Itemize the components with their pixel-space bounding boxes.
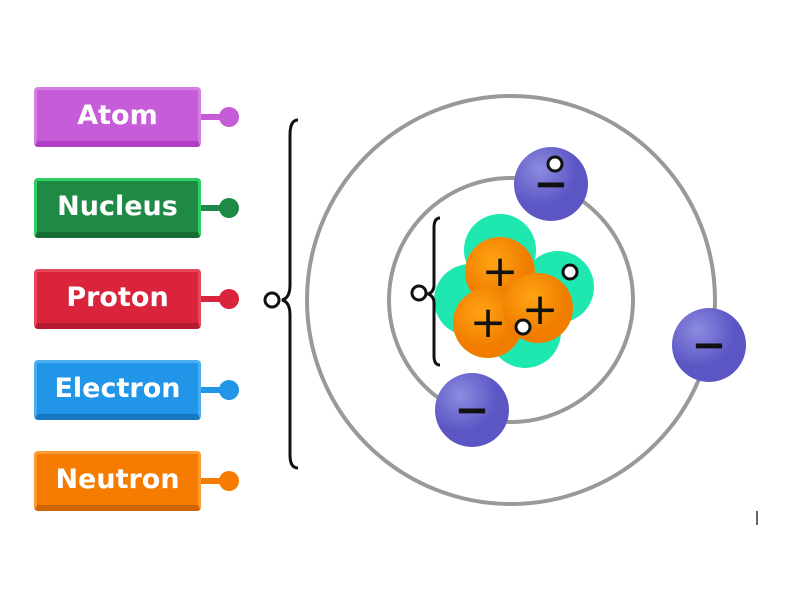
connector-dot[interactable] xyxy=(219,107,239,127)
label-neutron[interactable]: Neutron xyxy=(34,451,201,511)
electron: − xyxy=(672,308,746,382)
connector-dot[interactable] xyxy=(219,198,239,218)
connector-dot[interactable] xyxy=(219,471,239,491)
atom-brace xyxy=(281,118,299,470)
connector-line xyxy=(201,205,223,211)
electron: − xyxy=(435,373,509,447)
connector-line xyxy=(201,387,223,393)
drop-target-proton[interactable] xyxy=(514,318,532,336)
connector-line xyxy=(201,114,223,120)
proton-sign: + xyxy=(482,246,519,297)
proton-sign: + xyxy=(470,297,507,348)
nucleus: + + + xyxy=(434,214,594,368)
nucleus-brace xyxy=(423,216,441,367)
electron-sign: − xyxy=(691,320,726,369)
drop-target-electron[interactable] xyxy=(546,155,564,173)
connector-dot[interactable] xyxy=(219,289,239,309)
label-proton[interactable]: Proton xyxy=(34,269,201,329)
label-electron[interactable]: Electron xyxy=(34,360,201,420)
inner-orbit xyxy=(387,176,635,424)
label-atom[interactable]: Atom xyxy=(34,87,201,147)
connector-dot[interactable] xyxy=(219,380,239,400)
connector-line xyxy=(201,296,223,302)
connector-line xyxy=(201,478,223,484)
drop-target-nucleus[interactable] xyxy=(410,284,428,302)
drop-target-neutron[interactable] xyxy=(561,263,579,281)
label-nucleus[interactable]: Nucleus xyxy=(34,178,201,238)
outer-orbit xyxy=(305,94,717,506)
drop-target-atom[interactable] xyxy=(263,291,281,309)
electron-sign: − xyxy=(454,385,489,434)
